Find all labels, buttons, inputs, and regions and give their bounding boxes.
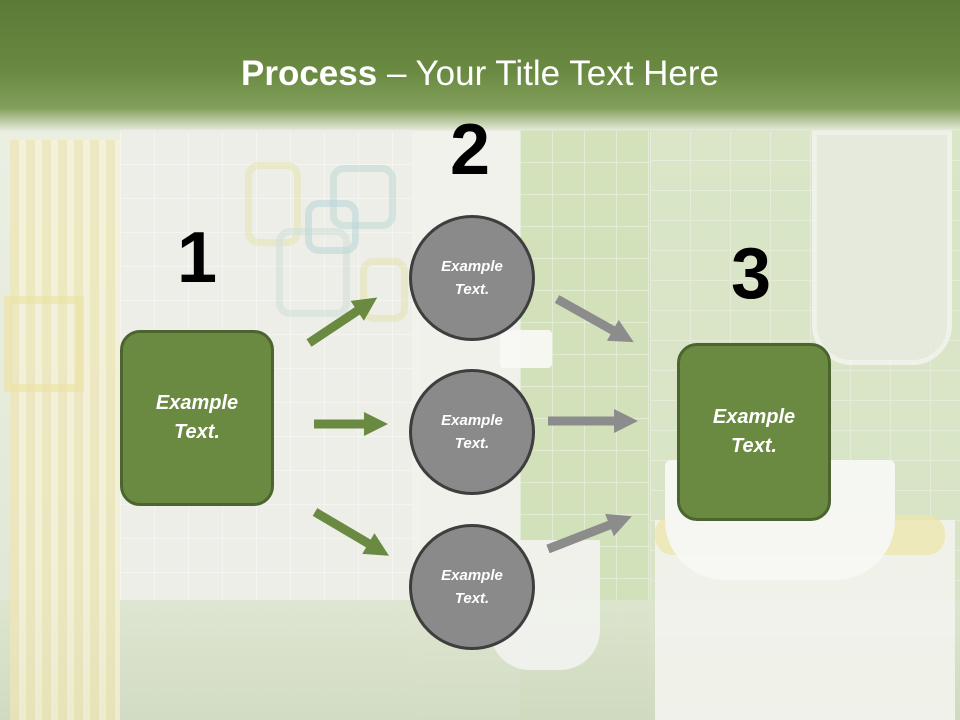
arrow-1-to-2c xyxy=(312,508,390,556)
step-number-2: 2 xyxy=(450,110,491,190)
step-number-1: 1 xyxy=(177,218,218,298)
step-3-text: Example Text. xyxy=(712,406,796,457)
arrow-1-to-2b xyxy=(314,412,388,436)
slide-title: Process – Your Title Text Here xyxy=(0,52,960,96)
step-2-circle-middle: Example Text. xyxy=(409,369,535,495)
step-1-text: Example Text. xyxy=(155,392,239,443)
step-1-box: Example Text. xyxy=(120,330,274,506)
step-3-box: Example Text. xyxy=(677,343,831,521)
arrow-1-to-2a xyxy=(306,297,378,347)
step-2-circle-bottom: Example Text. xyxy=(409,524,535,650)
step-2-circle-top: Example Text. xyxy=(409,215,535,341)
arrow-2c-to-3 xyxy=(546,513,632,554)
title-bar: Process – Your Title Text Here xyxy=(0,0,960,132)
step-2-circle-middle-text: Example Text. xyxy=(441,412,503,452)
step-2-circle-bottom-text: Example Text. xyxy=(441,567,503,607)
title-rest: – Your Title Text Here xyxy=(377,54,719,93)
title-bold: Process xyxy=(241,54,378,93)
arrow-2b-to-3 xyxy=(548,409,638,433)
step-2-circle-top-text: Example Text. xyxy=(441,258,503,298)
step-number-3: 3 xyxy=(731,234,772,314)
arrow-2a-to-3 xyxy=(554,295,634,343)
